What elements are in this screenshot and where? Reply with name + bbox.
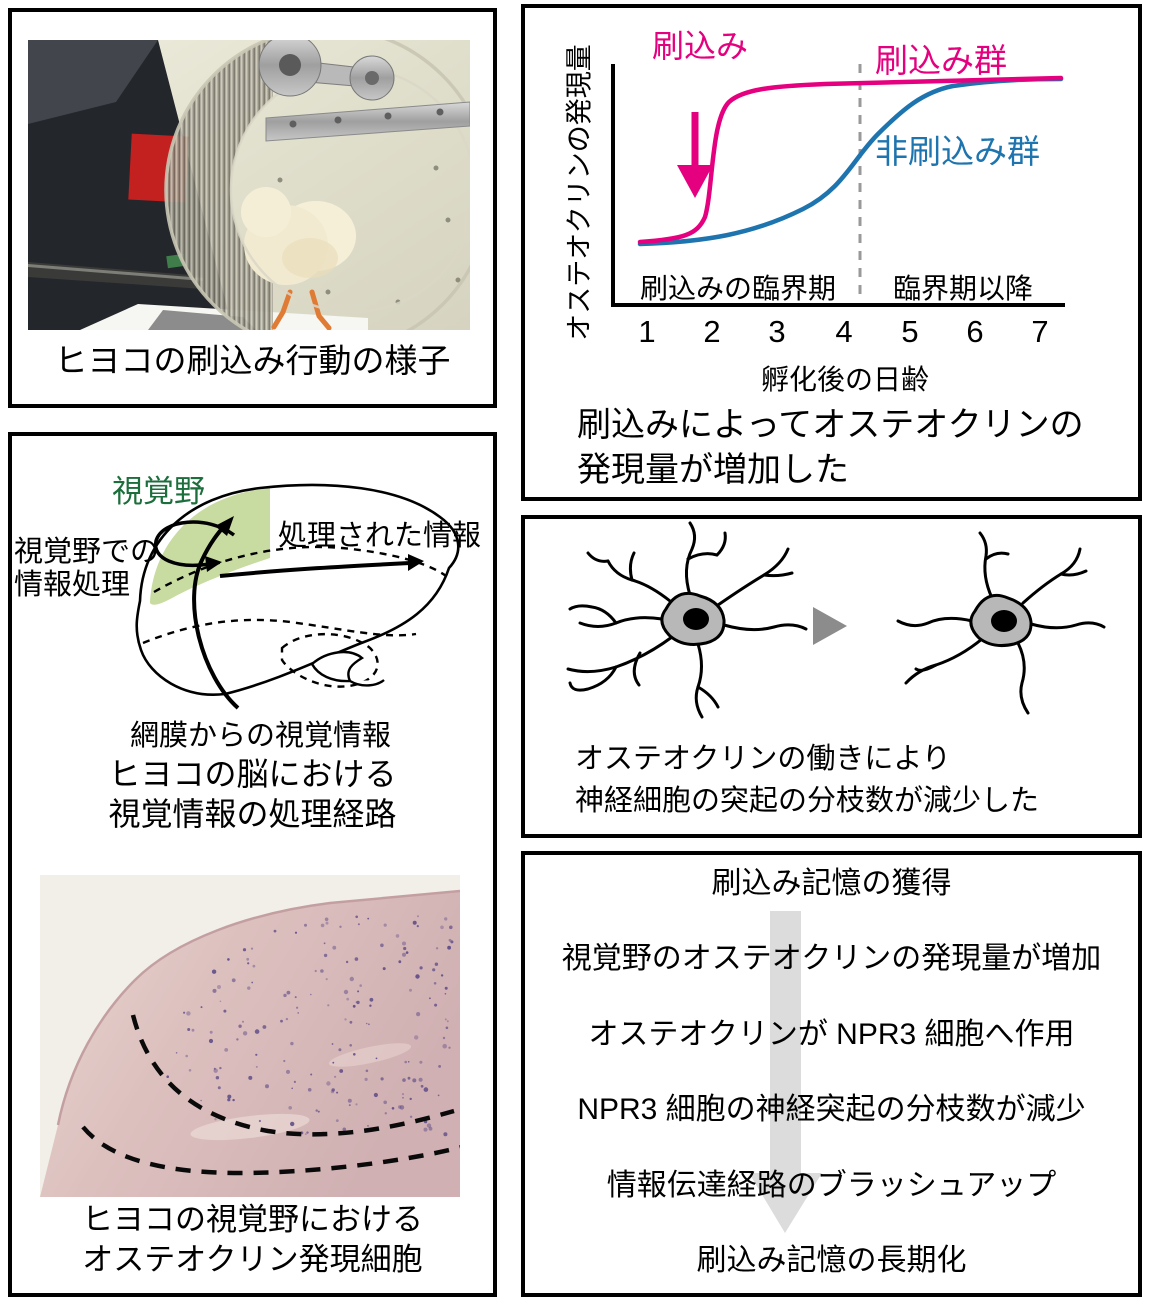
neuron-caption-line1: オステオクリンの働きにより	[575, 743, 951, 775]
chick-wheel-photo-art	[28, 40, 470, 330]
chart-y-axis-label: オステオクリンの発現量	[564, 44, 595, 341]
x-tick: 5	[901, 314, 919, 349]
expression-chart-plot	[611, 64, 1065, 307]
flow-steps: 刷込み記憶の獲得 視覚野のオステオクリンの発現量が増加 オステオクリンが NPR…	[525, 855, 1138, 1293]
brain-lower-fold	[310, 650, 385, 687]
panel-brain-and-microscopy: 視覚野 処理された情報 視覚野での 情報処理 網膜からの視覚情報 ヒヨコの脳にお…	[8, 432, 497, 1297]
flow-step-1: 刷込み記憶の獲得	[711, 867, 952, 900]
flow-down-arrow	[749, 911, 822, 1233]
microscopy-art	[40, 875, 460, 1197]
processing-loop-arrow	[153, 520, 236, 572]
x-tick: 7	[1031, 314, 1049, 349]
neuron-caption: オステオクリンの働きにより 神経細胞の突起の分枝数が減少した	[575, 738, 1039, 822]
neuron-after	[896, 531, 1106, 715]
wheel-outer-rim	[164, 40, 470, 330]
chart-caption: 刷込みによってオステオクリンの 発現量が増加した	[577, 403, 1084, 493]
chart-x-axis-label: 孵化後の日齢	[760, 364, 929, 395]
x-tick: 1	[638, 314, 656, 349]
legend-imprinted-group: 刷込み群	[875, 42, 1007, 79]
chart-caption-line2: 発現量が増加した	[577, 450, 849, 489]
visual-area-label: 視覚野	[112, 474, 205, 509]
chick	[241, 187, 356, 330]
x-tick: 2	[703, 314, 721, 349]
brain-caption: ヒヨコの脳における 視覚情報の処理経路	[12, 754, 493, 834]
neuron-before-nucleus	[683, 608, 709, 630]
processed-info-arrow	[219, 554, 424, 578]
wall-screws	[277, 165, 461, 305]
panel-neuron-branches: オステオクリンの働きにより 神経細胞の突起の分枝数が減少した	[521, 515, 1142, 838]
microscopy-caption-line2: オステオクリン発現細胞	[82, 1242, 423, 1278]
wheel-axle	[258, 40, 470, 142]
neuron-diagram	[566, 521, 1106, 719]
processed-info-label: 処理された情報	[278, 520, 482, 552]
flow-step-3: オステオクリンが NPR3 細胞へ作用	[588, 1017, 1075, 1051]
photo-caption: ヒヨコの刷込み行動の様子	[54, 342, 451, 379]
neuron-caption-line2: 神経細胞の突起の分枝数が減少した	[575, 785, 1040, 818]
panel-expression-chart: オステオクリンの発現量 刷込み 刷込み群 非刷込み群 刷込みの臨界期 臨界期以降…	[521, 4, 1142, 501]
x-tick: 3	[768, 314, 786, 349]
flow-step-4: NPR3 細胞の神経突起の分枝数が減少	[577, 1093, 1086, 1127]
microscopy-caption-line1: ヒヨコの視覚野における	[82, 1202, 423, 1237]
legend-non-imprinted-group: 非刷込み群	[875, 133, 1040, 170]
processing-label-line2: 情報処理	[14, 569, 131, 602]
chart-caption-line1: 刷込みによってオステオクリンの	[577, 406, 1084, 444]
transition-arrow-icon	[813, 607, 847, 645]
flow-step-2: 視覚野のオステオクリンの発現量が増加	[561, 942, 1102, 976]
retina-info-label: 網膜からの視覚情報	[130, 720, 392, 752]
stand	[148, 310, 256, 330]
chick-wheel-photo	[28, 40, 470, 330]
x-tick: 6	[966, 314, 984, 349]
panel-mechanism-flow: 刷込み記憶の獲得 視覚野のオステオクリンの発現量が増加 オステオクリンが NPR…	[521, 851, 1142, 1297]
layer-boundary-dashed-lines	[81, 1014, 460, 1176]
tissue-section	[40, 891, 460, 1197]
region-label-after-critical: 臨界期以降	[892, 273, 1033, 304]
processing-label: 視覚野での 情報処理	[14, 536, 159, 603]
brain-dashed-contours	[142, 545, 447, 688]
imprinting-annotation-label: 刷込み	[651, 28, 748, 64]
flow-step-5: 情報伝達経路のブラッシュアップ	[606, 1168, 1057, 1202]
retina-input-arrow	[192, 516, 240, 710]
neuron-before	[566, 521, 808, 719]
processing-label-line1: 視覚野での	[14, 536, 160, 568]
microscopy-caption: ヒヨコの視覚野における オステオクリン発現細胞	[12, 1200, 493, 1281]
region-label-critical-period: 刷込みの臨界期	[639, 273, 836, 304]
imprinted-curve	[637, 75, 1064, 245]
panel-imprinting-behavior-photo: ヒヨコの刷込み行動の様子	[8, 8, 497, 408]
brain-outline	[135, 483, 460, 696]
flow-step-6: 刷込み記憶の長期化	[696, 1243, 967, 1277]
x-tick: 4	[835, 314, 853, 349]
brain-caption-line1: ヒヨコの脳における	[108, 756, 397, 792]
brain-pathway-diagram	[135, 483, 460, 710]
neuron-after-nucleus	[991, 610, 1017, 632]
imprinting-arrow	[677, 112, 713, 198]
osteocrin-expressing-cells-dots	[166, 915, 454, 1137]
microscopy-image	[40, 875, 460, 1197]
brain-caption-line2: 視覚情報の処理経路	[108, 796, 397, 832]
